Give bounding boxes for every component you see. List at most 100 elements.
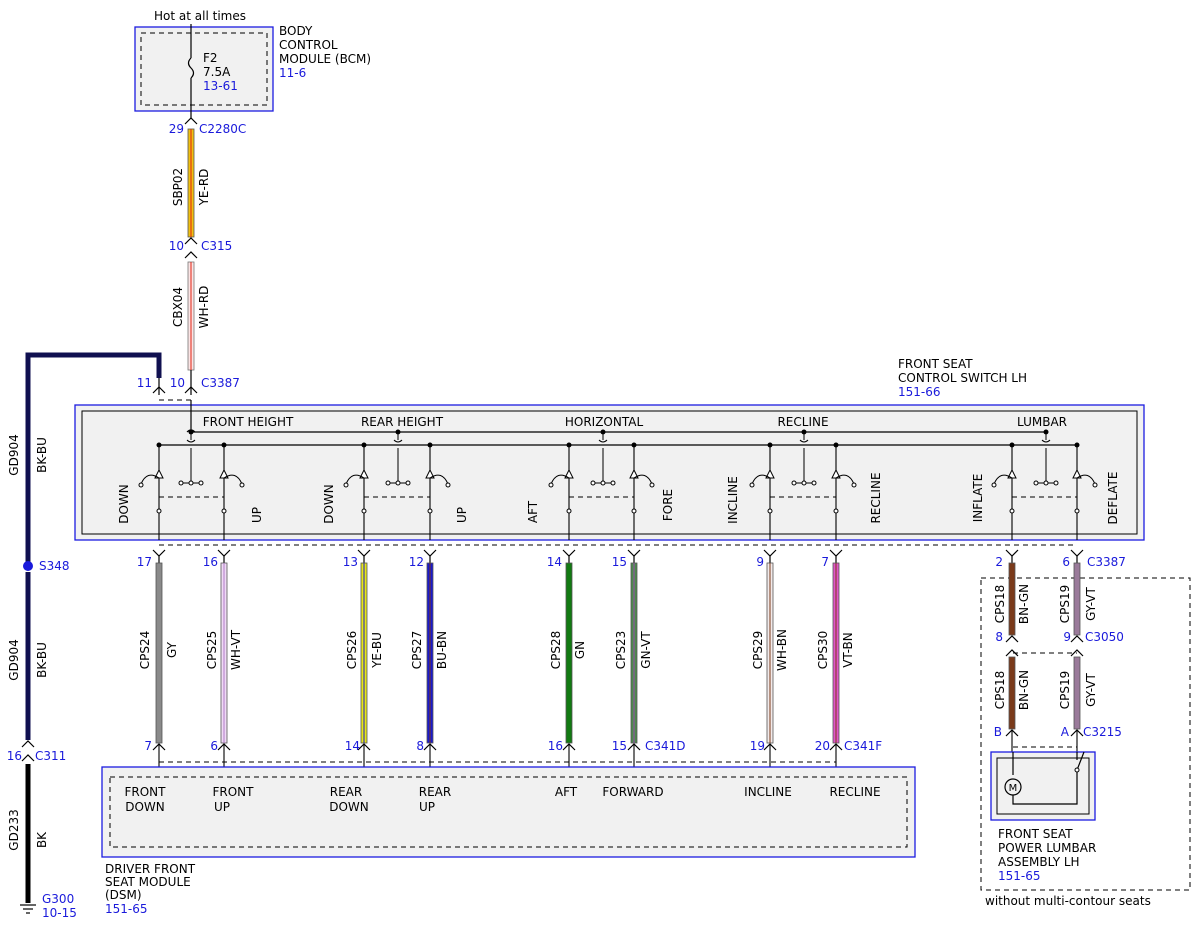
wire-cps30-bottom-pin: 20 (815, 739, 830, 753)
bcm-inner-box (140, 32, 268, 106)
fuse-ref: 13-61 (203, 79, 238, 93)
dsm-input-recline: RECLINE (829, 785, 880, 799)
group-label-horizontal: HORIZONTAL (565, 415, 644, 429)
c3050-label: C3050 (1085, 630, 1124, 644)
lumbar-wire-lower-a (1008, 656, 1016, 730)
power-contact-c-4 (1053, 480, 1059, 486)
bcm-name-2: CONTROL (279, 38, 338, 52)
switch-ref: 151-66 (898, 385, 941, 399)
dsm-input-front-up-2: UP (214, 800, 230, 814)
wire-cps27-color: BU-BN (435, 631, 449, 669)
switch-terminal-5 (631, 508, 637, 514)
c315-bottom-icon (184, 251, 198, 259)
switch-blade-8 (993, 474, 1013, 485)
wire-cps30-top-pin: 7 (821, 555, 829, 569)
wire-cps29-circuit: CPS29 (751, 631, 765, 670)
power-contact-a-2 (590, 480, 596, 486)
lumbar-cps19-circuit: CPS19 (1058, 585, 1072, 624)
wire-cps23-top-pin: 15 (612, 555, 627, 569)
switch-contact-3 (445, 482, 451, 488)
gd904-circuit: GD904 (7, 434, 21, 475)
power-contact-b-2 (600, 480, 606, 486)
ground-icon (20, 904, 36, 914)
c3387-bottom-pin-icon-0 (152, 549, 166, 557)
dir-inflate: INFLATE (971, 474, 985, 523)
wire-cps23-bottom-pin: 15 (612, 739, 627, 753)
wire-cps27-circuit: CPS27 (410, 631, 424, 670)
wire-cps29-color: WH-BN (775, 629, 789, 671)
c315-top-icon (184, 237, 198, 245)
sbp02-color: YE-RD (197, 169, 211, 207)
switch-inner-box (81, 410, 1138, 535)
c341f-label: C341F (844, 739, 882, 753)
switch-terminal-9 (1074, 508, 1080, 514)
dsm-input-rear-up-1: REAR (419, 785, 451, 799)
switch-blade-2 (345, 474, 365, 485)
switch-contact-5 (649, 482, 655, 488)
dsm-inner-box (109, 776, 908, 848)
fuse-icon (187, 57, 195, 79)
lumbar-wire-b-top-pin: 6 (1062, 555, 1070, 569)
c315-label: C315 (201, 239, 232, 253)
switch-name-1: FRONT SEAT (898, 357, 973, 371)
lumbar-c3050-pin-icon-b (1070, 635, 1084, 643)
wire-cps26-circuit: CPS26 (345, 631, 359, 670)
gd904-color: BK-BU (35, 437, 49, 473)
lumbar-cps19-color-2: GY-VT (1084, 672, 1098, 706)
wire-cps25-bottom-pin: 6 (210, 739, 218, 753)
power-bus-crossover-4 (1041, 432, 1051, 443)
switch-contact-8 (991, 482, 997, 488)
wire-cps27-top-pin: 12 (409, 555, 424, 569)
dsm-input-front-down-2: DOWN (125, 800, 165, 814)
sbp02-circuit: SBP02 (171, 168, 185, 206)
wire-cps24-circuit: CPS24 (138, 631, 152, 670)
c2280c-connector-icon (184, 117, 198, 125)
lumbar-bottom-pin-a: B (994, 725, 1002, 739)
dsm-name-2: SEAT MODULE (105, 875, 191, 889)
motor-symbol: M (1009, 783, 1018, 794)
bcm-name-1: BODY (279, 24, 313, 38)
lumbar-cps18-color: BN-GN (1017, 584, 1031, 624)
switch-contact-7 (851, 482, 857, 488)
lumbar-name-2: POWER LUMBAR (998, 841, 1096, 855)
dsm-input-aft: AFT (555, 785, 578, 799)
c3387-pin-power: 10 (170, 376, 185, 390)
dsm-box (101, 766, 916, 858)
power-contact-a-0 (178, 480, 184, 486)
c3215-label: C3215 (1083, 725, 1122, 739)
wire-cps28-circuit: CPS28 (549, 631, 563, 670)
lumbar-name-1: FRONT SEAT (998, 827, 1073, 841)
dir-rear-down: DOWN (322, 484, 336, 524)
power-contact-c-1 (405, 480, 411, 486)
wire-cps25-top-pin: 16 (203, 555, 218, 569)
switch-blade-6 (751, 474, 771, 485)
wire-cps25-circuit: CPS25 (205, 631, 219, 670)
gd904-color-2: BK-BU (35, 642, 49, 678)
c311-top-icon (21, 740, 35, 748)
wire-cps28 (565, 562, 573, 744)
switch-blade-9 (1076, 474, 1096, 485)
wire-cps28-color: GN (573, 641, 587, 659)
power-bus-crossover-0 (186, 432, 196, 443)
c3387-bottom-pin-icon-9 (1070, 549, 1084, 557)
dir-recline: RECLINE (869, 472, 883, 523)
switch-terminal-7 (833, 508, 839, 514)
lumbar-switch-contact (1074, 767, 1080, 773)
switch-contact-9 (1092, 482, 1098, 488)
lumbar-mid-pin-a: 8 (995, 630, 1003, 644)
lumbar-mid-pin-b: 9 (1063, 630, 1071, 644)
bcm-box (134, 26, 274, 112)
c315-pin: 10 (169, 239, 184, 253)
dsm-input-incline: INCLINE (744, 785, 792, 799)
c3387-bottom-pin-icon-1 (217, 549, 231, 557)
c3387-bottom-pin-icon-7 (829, 549, 843, 557)
lumbar-option-box (980, 577, 1191, 891)
switch-contact-6 (749, 482, 755, 488)
power-contact-b-4 (1043, 480, 1049, 486)
lumbar-name-3: ASSEMBLY LH (998, 855, 1080, 869)
c2280c-pin: 29 (169, 122, 184, 136)
lumbar-wire-a-top-pin: 2 (995, 555, 1003, 569)
wire-cps30-circuit: CPS30 (816, 631, 830, 670)
switch-contact-1 (239, 482, 245, 488)
wire-cps29-top-pin: 9 (756, 555, 764, 569)
